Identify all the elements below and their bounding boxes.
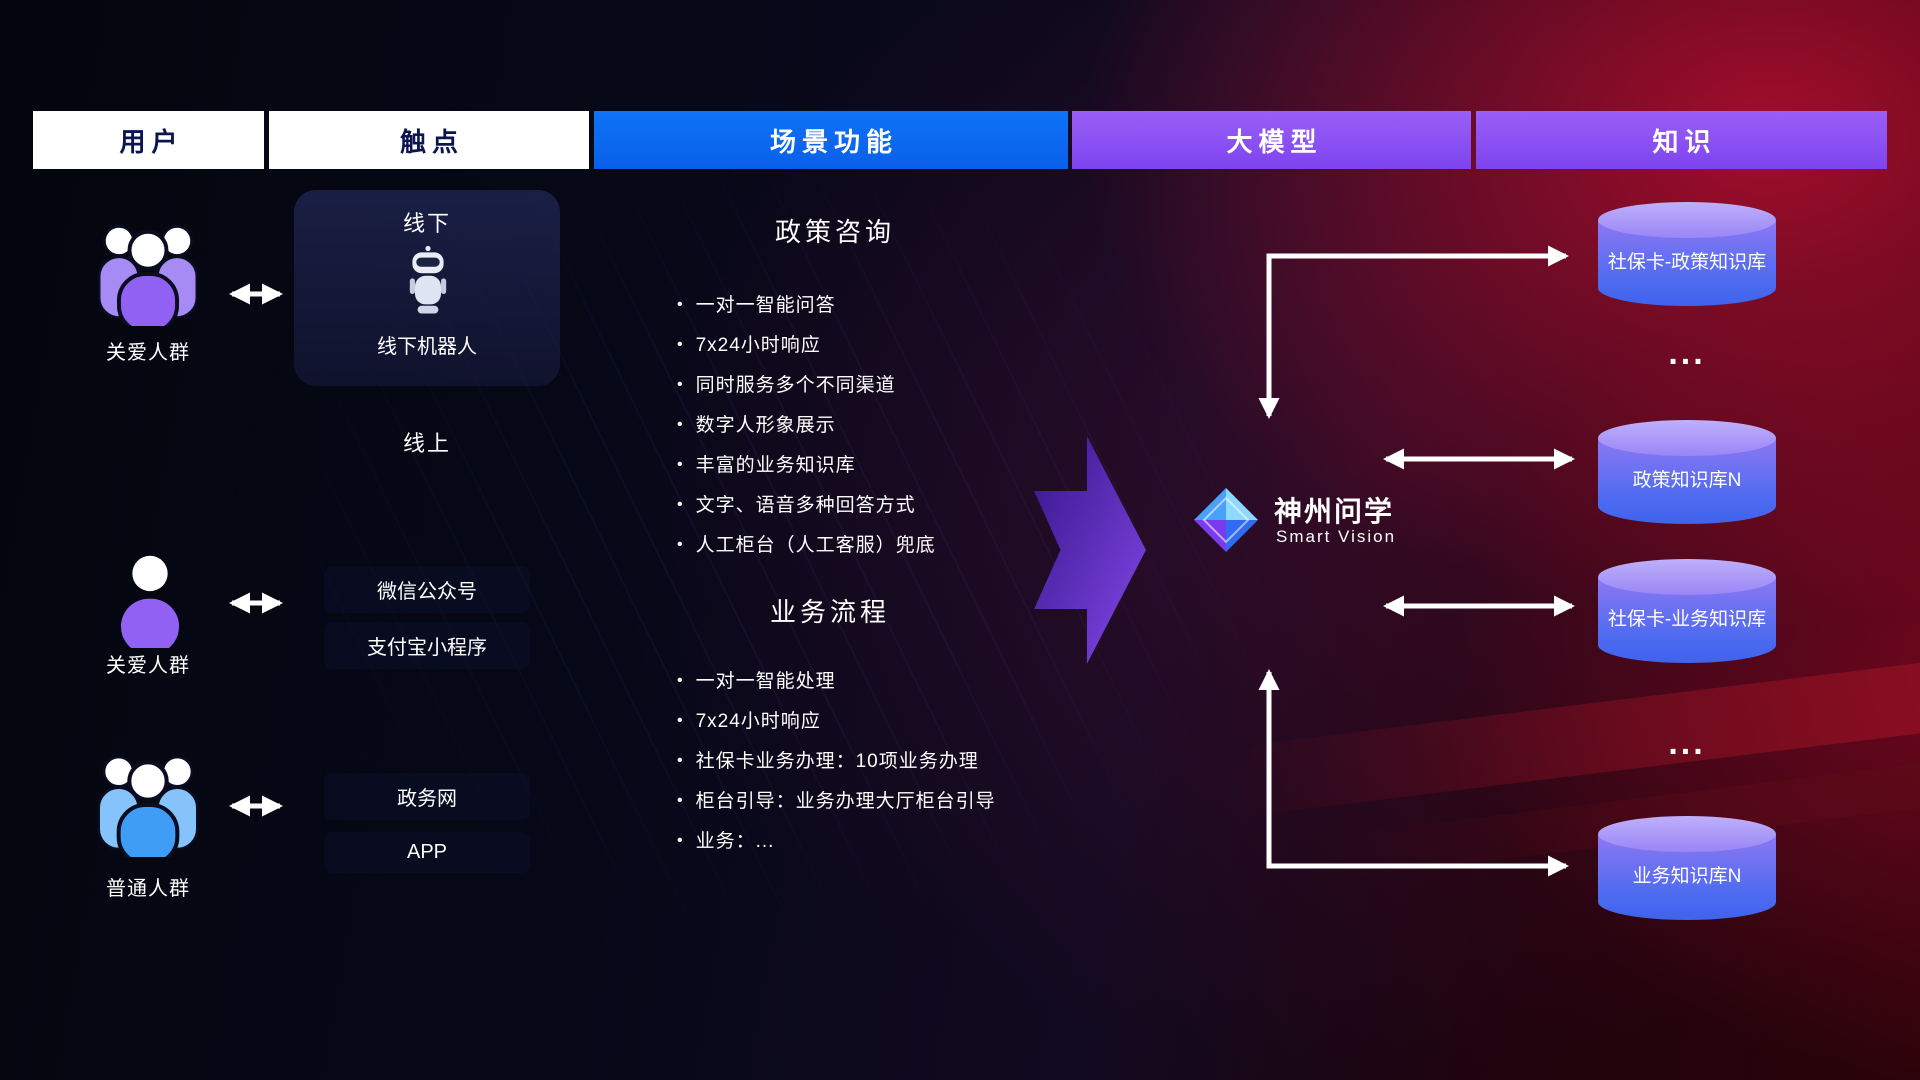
- feature-item: 数字人形象展示: [677, 410, 936, 437]
- user-group-label: 普通人群: [106, 878, 190, 900]
- header-cell-model: 大模型: [1072, 111, 1471, 169]
- feature-item: 一对一智能处理: [677, 666, 996, 693]
- knowledge-db-cylinder: 社保卡-政策知识库: [1598, 202, 1776, 306]
- header-cell-knowledge: 知识: [1476, 111, 1887, 169]
- model-name: 神州问学: [1274, 496, 1395, 527]
- knowledge-db-label: 社保卡-政策知识库: [1607, 252, 1767, 274]
- knowledge-db-cylinder: 社保卡-业务知识库: [1598, 559, 1776, 663]
- group-users-blue-icon: [97, 755, 199, 857]
- smart-vision-logo-icon: [1194, 488, 1258, 552]
- knowledge-db-label: 业务知识库N: [1632, 866, 1742, 888]
- knowledge-ellipsis: ...: [1668, 724, 1706, 762]
- group-users-purple-icon: [97, 225, 199, 326]
- channel-app: APP: [324, 832, 530, 873]
- cylinder-top: [1598, 420, 1776, 456]
- channel-alipay-miniapp: 支付宝小程序: [324, 622, 530, 669]
- robot-icon: [409, 245, 447, 314]
- offline-title: 线下: [402, 211, 451, 236]
- model-subtitle: Smart Vision: [1276, 527, 1397, 546]
- feature-item: 柜台引导：业务办理大厅柜台引导: [677, 786, 996, 813]
- user-group-label: 关爱人群: [106, 655, 190, 677]
- knowledge-ellipsis: ...: [1668, 334, 1706, 372]
- business-feature-list: 一对一智能处理 7x24小时响应 社保卡业务办理：10项业务办理 柜台引导：业务…: [677, 666, 996, 866]
- feature-item: 一对一智能问答: [677, 290, 936, 317]
- feature-item: 同时服务多个不同渠道: [677, 370, 936, 397]
- feature-item: 7x24小时响应: [677, 706, 996, 733]
- feature-item: 业务：...: [677, 826, 996, 853]
- feature-item: 丰富的业务知识库: [677, 450, 936, 477]
- feature-item: 社保卡业务办理：10项业务办理: [677, 746, 996, 773]
- feature-item: 文字、语音多种回答方式: [677, 490, 936, 517]
- channel-gov-web: 政务网: [324, 773, 530, 820]
- policy-feature-list: 一对一智能问答 7x24小时响应 同时服务多个不同渠道 数字人形象展示 丰富的业…: [677, 290, 936, 570]
- offline-robot-label: 线下机器人: [377, 336, 477, 358]
- cylinder-top: [1598, 559, 1776, 595]
- channel-wechat: 微信公众号: [324, 566, 530, 613]
- cylinder-top: [1598, 202, 1776, 238]
- knowledge-db-label: 社保卡-业务知识库: [1607, 609, 1767, 631]
- header-cell-users: 用户: [33, 111, 264, 169]
- header-cell-scenarios: 场景功能: [594, 111, 1068, 169]
- feature-item: 7x24小时响应: [677, 330, 936, 357]
- online-title: 线上: [402, 431, 451, 456]
- scenario-title-business: 业务流程: [769, 597, 890, 627]
- knowledge-db-cylinder: 业务知识库N: [1598, 816, 1776, 920]
- flow-arrow-icon: [1034, 436, 1146, 664]
- feature-item: 人工柜台（人工客服）兜底: [677, 530, 936, 557]
- scenario-title-policy: 政策咨询: [774, 217, 895, 247]
- knowledge-db-label: 政策知识库N: [1632, 470, 1742, 492]
- user-group-label: 关爱人群: [106, 342, 190, 364]
- single-user-purple-icon: [120, 555, 180, 648]
- cylinder-top: [1598, 816, 1776, 852]
- header-cell-touchpoints: 触点: [269, 111, 589, 169]
- knowledge-db-cylinder: 政策知识库N: [1598, 420, 1776, 524]
